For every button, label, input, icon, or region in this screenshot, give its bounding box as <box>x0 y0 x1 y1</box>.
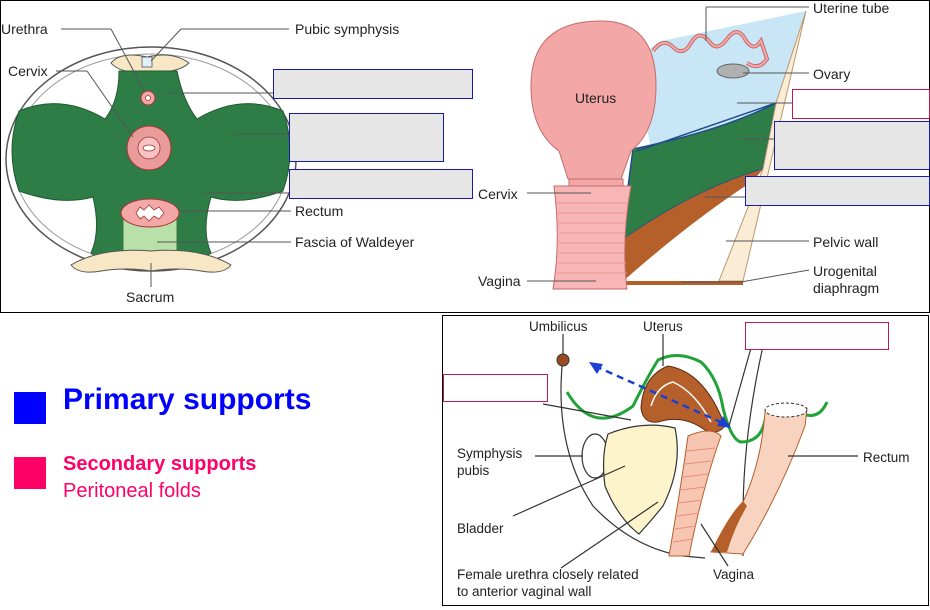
label-uterine-tube: Uterine tube <box>813 1 889 16</box>
top-panel: Urethra Cervix Pubic symphysis Rectum Fa… <box>0 0 930 313</box>
bladder-shape <box>602 424 678 535</box>
label-urethra-line1: Female urethra closely related <box>457 567 639 582</box>
sagittal-section: Umbilicus Uterus Symphysis pubis Rectum … <box>457 319 910 599</box>
label-urethra: Urethra <box>1 21 48 37</box>
label-rectum: Rectum <box>295 203 343 219</box>
blank-label-box-2[interactable] <box>289 113 444 162</box>
pelvic-wall-shape <box>718 10 807 282</box>
top-diagrams: Urethra Cervix Pubic symphysis Rectum Fa… <box>1 0 889 305</box>
blank-label-box-5[interactable] <box>774 121 930 170</box>
ovary-shape <box>716 63 750 79</box>
label-symphysis-line1: Symphysis <box>457 446 523 461</box>
blank-label-box-8[interactable] <box>443 374 548 402</box>
blank-label-box-6[interactable] <box>745 176 930 206</box>
label-bladder: Bladder <box>457 521 504 536</box>
label-vagina-coronal: Vagina <box>478 273 521 289</box>
label-pelvic-wall: Pelvic wall <box>813 234 878 250</box>
umbilicus-shape <box>556 353 570 367</box>
label-vagina-sagittal: Vagina <box>713 567 755 582</box>
blank-label-box-4[interactable] <box>792 89 930 119</box>
blank-label-box-3[interactable] <box>289 169 473 199</box>
label-umbilicus: Umbilicus <box>529 319 588 334</box>
label-urethra-line2: to anterior vaginal wall <box>457 584 591 599</box>
label-pubic-symphysis: Pubic symphysis <box>295 21 399 37</box>
pelvis-outline <box>560 355 706 559</box>
pubic-symphysis-joint <box>141 56 153 68</box>
label-uterus-coronal: Uterus <box>575 90 616 106</box>
blank-label-box-1[interactable] <box>273 69 473 99</box>
transverse-section: Urethra Cervix Pubic symphysis Rectum Fa… <box>1 21 415 305</box>
label-ovary: Ovary <box>813 66 850 82</box>
legend-swatch-secondary <box>14 457 46 489</box>
label-sacrum: Sacrum <box>126 289 174 305</box>
legend-primary-label: Primary supports <box>63 383 312 416</box>
label-cervix: Cervix <box>8 63 48 79</box>
bottom-panel: Umbilicus Uterus Symphysis pubis Rectum … <box>442 315 929 606</box>
urogenital-diaphragm-shape <box>623 281 743 285</box>
sacrum-shape <box>70 249 232 273</box>
blank-label-box-7[interactable] <box>745 322 889 350</box>
coronal-section: Uterus Uterine tube Ovary Cervix Pelvic … <box>478 0 889 296</box>
vagina-shape-sagittal <box>668 430 722 557</box>
legend-secondary-sublabel: Peritoneal folds <box>63 480 201 502</box>
legend-swatch-primary <box>14 392 46 424</box>
vagina-shape <box>552 185 632 290</box>
uterus-shape-sagittal <box>640 365 726 433</box>
label-fascia-of-waldeyer: Fascia of Waldeyer <box>295 234 415 250</box>
label-urogenital-line2: diaphragm <box>813 280 879 296</box>
label-symphysis-line2: pubis <box>457 463 490 478</box>
label-uterus-sagittal: Uterus <box>643 319 683 334</box>
label-urogenital-line1: Urogenital <box>813 263 877 279</box>
legend-secondary-label: Secondary supports <box>63 453 257 475</box>
label-cervix-coronal: Cervix <box>478 186 518 202</box>
label-rectum-sagittal: Rectum <box>863 450 910 465</box>
uterus-shape <box>530 20 657 180</box>
